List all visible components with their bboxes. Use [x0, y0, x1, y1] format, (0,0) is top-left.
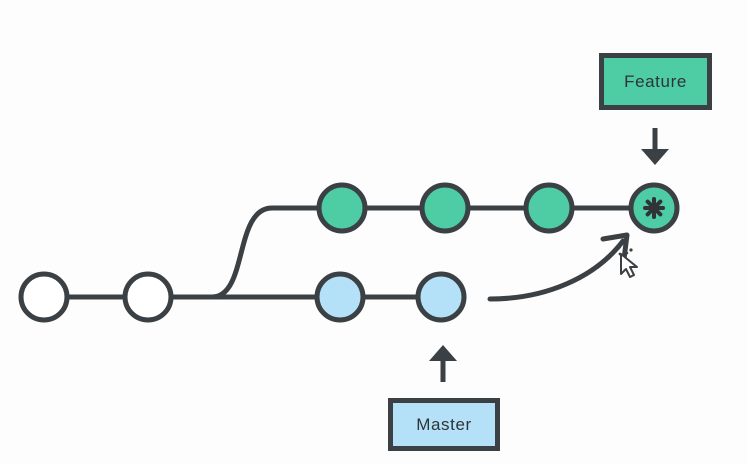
feature-commit-nodes: [316, 182, 680, 234]
commit-node-m4[interactable]: [415, 271, 467, 323]
annotation-arrows: [429, 128, 669, 382]
commit-node-f1[interactable]: [316, 182, 368, 234]
mouse-cursor-icon: [617, 243, 638, 278]
commit-node-m3[interactable]: [314, 271, 366, 323]
master-label-text: Master: [416, 414, 472, 434]
head-asterisk-icon: [643, 197, 665, 219]
curved-pointer-arrow-icon: [487, 232, 630, 302]
commit-node-f3[interactable]: [523, 182, 575, 234]
feature-label-text: Feature: [624, 71, 687, 91]
cursor-busy-sparkle: [617, 243, 633, 256]
branch-fork-curve: [209, 205, 329, 300]
master-commit-nodes: [18, 271, 467, 323]
commit-node-f2[interactable]: [419, 182, 471, 234]
branch-lines: [60, 205, 638, 300]
master-up-arrow-icon: [429, 345, 457, 382]
master-branch-label-box[interactable]: Master: [388, 398, 500, 451]
commit-node-m1[interactable]: [18, 271, 70, 323]
feature-down-arrow-icon: [641, 128, 669, 165]
feature-branch-label-box[interactable]: Feature: [599, 53, 712, 110]
commit-node-m2[interactable]: [122, 271, 174, 323]
